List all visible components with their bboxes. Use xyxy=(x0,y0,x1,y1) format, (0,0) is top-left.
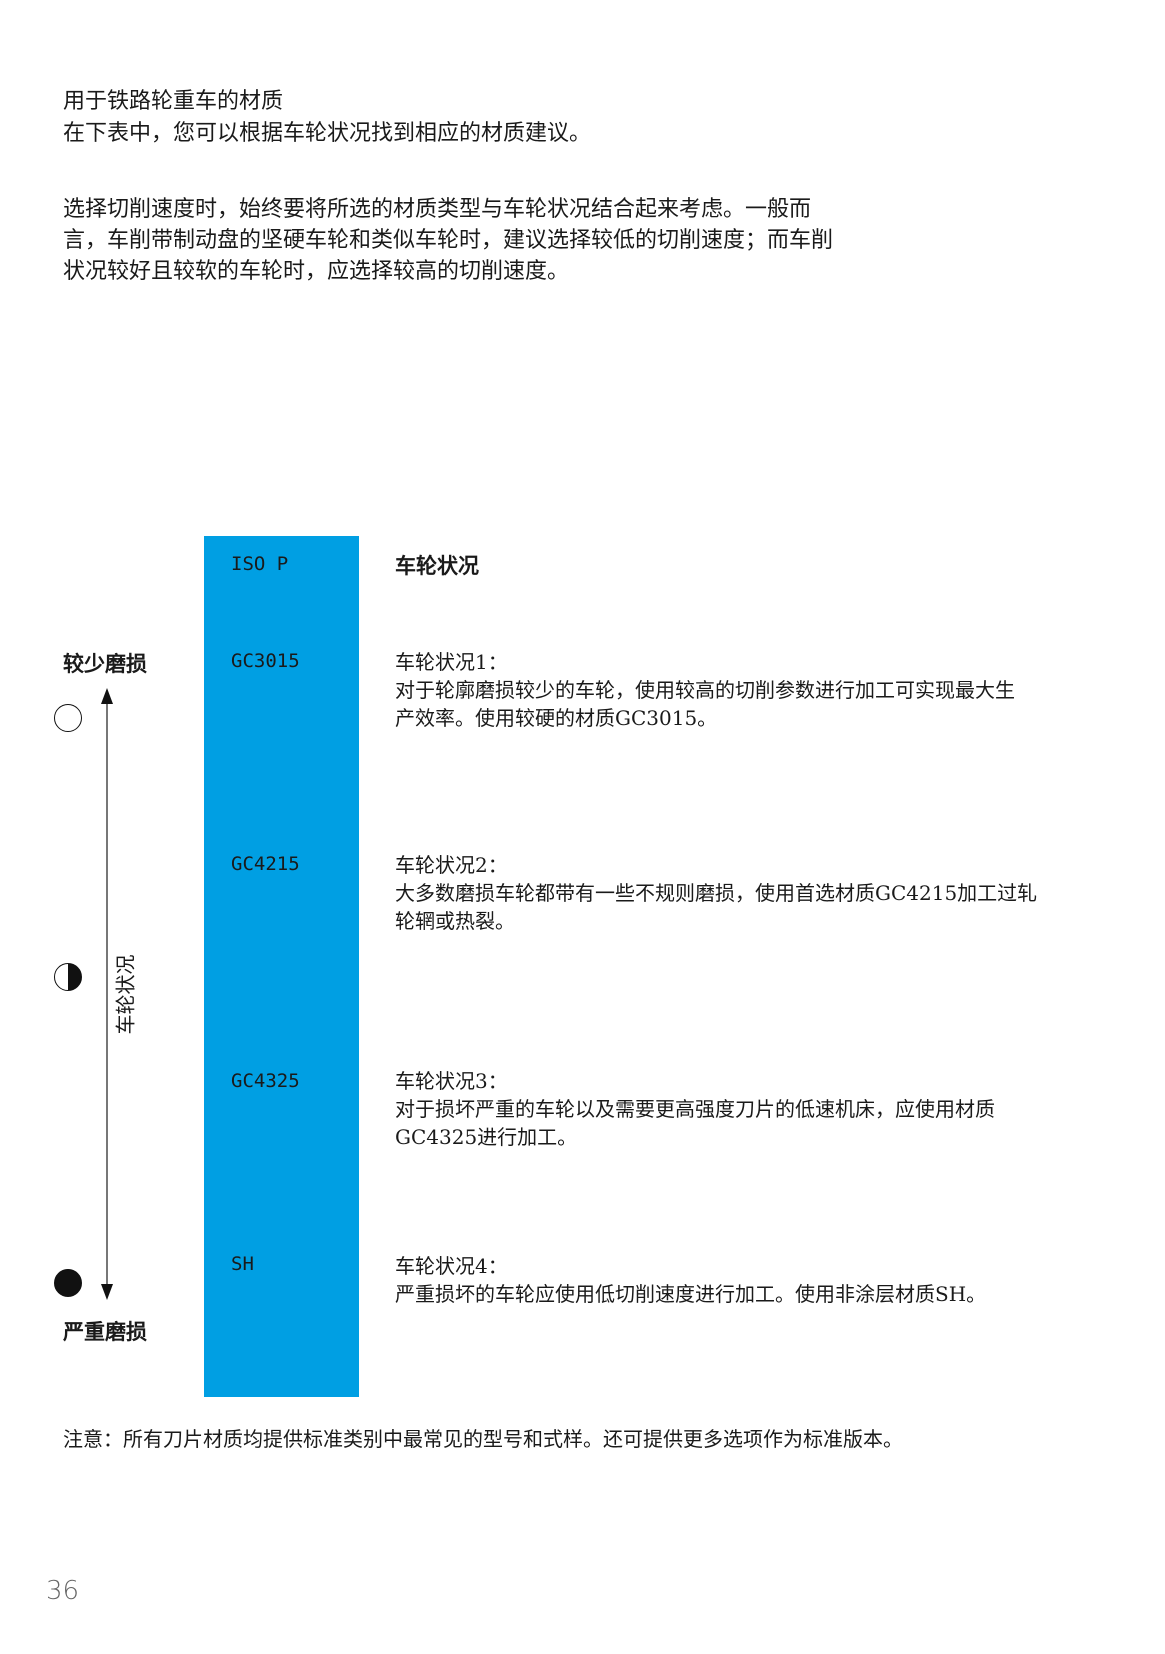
iso-p-grade-bar xyxy=(204,536,359,1397)
wheel-condition-axis-label: 车轮状况 xyxy=(113,954,138,1034)
condition-3-line-1: 对于损坏严重的车轮以及需要更高强度刀片的低速机床，应使用材质 xyxy=(395,1097,995,1121)
severe-wear-label: 严重磨损 xyxy=(63,1320,147,1344)
grade-gc3015: GC3015 xyxy=(231,650,300,672)
half-filled-circle-icon xyxy=(54,963,82,991)
empty-circle-icon xyxy=(54,704,82,732)
wheel-condition-header: 车轮状况 xyxy=(395,554,479,578)
condition-3: 车轮状况3： 对于损坏严重的车轮以及需要更高强度刀片的低速机床，应使用材质 GC… xyxy=(395,1067,1075,1151)
intro-paragraph-line-2: 言，车削带制动盘的坚硬车轮和类似车轮时，建议选择较低的切削速度；而车削 xyxy=(63,228,834,253)
condition-1-line-1: 对于轮廓磨损较少的车轮，使用较高的切削参数进行加工可实现最大生 xyxy=(395,678,1015,702)
condition-1-line-2: 产效率。使用较硬的材质GC3015。 xyxy=(395,706,718,730)
page-subtitle: 在下表中，您可以根据车轮状况找到相应的材质建议。 xyxy=(63,121,592,146)
iso-p-header: ISO P xyxy=(231,553,289,575)
wheel-condition-axis-wrapper: 车轮状况 xyxy=(84,954,164,1034)
condition-4: 车轮状况4： 严重损坏的车轮应使用低切削速度进行加工。使用非涂层材质SH。 xyxy=(395,1252,1075,1308)
less-wear-label: 较少磨损 xyxy=(63,652,147,676)
condition-3-line-2: GC4325进行加工。 xyxy=(395,1125,578,1149)
condition-2-line-1: 大多数磨损车轮都带有一些不规则磨损，使用首选材质GC4215加工过轧 xyxy=(395,881,1038,905)
condition-3-title: 车轮状况3： xyxy=(395,1069,508,1093)
condition-1: 车轮状况1： 对于轮廓磨损较少的车轮，使用较高的切削参数进行加工可实现最大生 产… xyxy=(395,648,1075,732)
wear-scale-arrow-icon xyxy=(101,688,113,1300)
grade-sh: SH xyxy=(231,1253,254,1275)
condition-2-line-2: 轮辋或热裂。 xyxy=(395,909,515,933)
grade-gc4215: GC4215 xyxy=(231,853,300,875)
condition-4-line-1: 严重损坏的车轮应使用低切削速度进行加工。使用非涂层材质SH。 xyxy=(395,1282,987,1306)
grade-gc4325: GC4325 xyxy=(231,1070,300,1092)
condition-2: 车轮状况2： 大多数磨损车轮都带有一些不规则磨损，使用首选材质GC4215加工过… xyxy=(395,851,1075,935)
page-number: 36 xyxy=(46,1576,80,1606)
intro-paragraph-line-1: 选择切削速度时，始终要将所选的材质类型与车轮状况结合起来考虑。一般而 xyxy=(63,197,812,222)
page-title: 用于铁路轮重车的材质 xyxy=(63,89,284,114)
filled-circle-icon xyxy=(54,1269,82,1297)
footnote: 注意：所有刀片材质均提供标准类别中最常见的型号和式样。还可提供更多选项作为标准版… xyxy=(63,1427,903,1451)
condition-4-title: 车轮状况4： xyxy=(395,1254,508,1278)
intro-paragraph-line-3: 状况较好且较软的车轮时，应选择较高的切削速度。 xyxy=(63,259,570,284)
condition-2-title: 车轮状况2： xyxy=(395,853,508,877)
condition-1-title: 车轮状况1： xyxy=(395,650,508,674)
